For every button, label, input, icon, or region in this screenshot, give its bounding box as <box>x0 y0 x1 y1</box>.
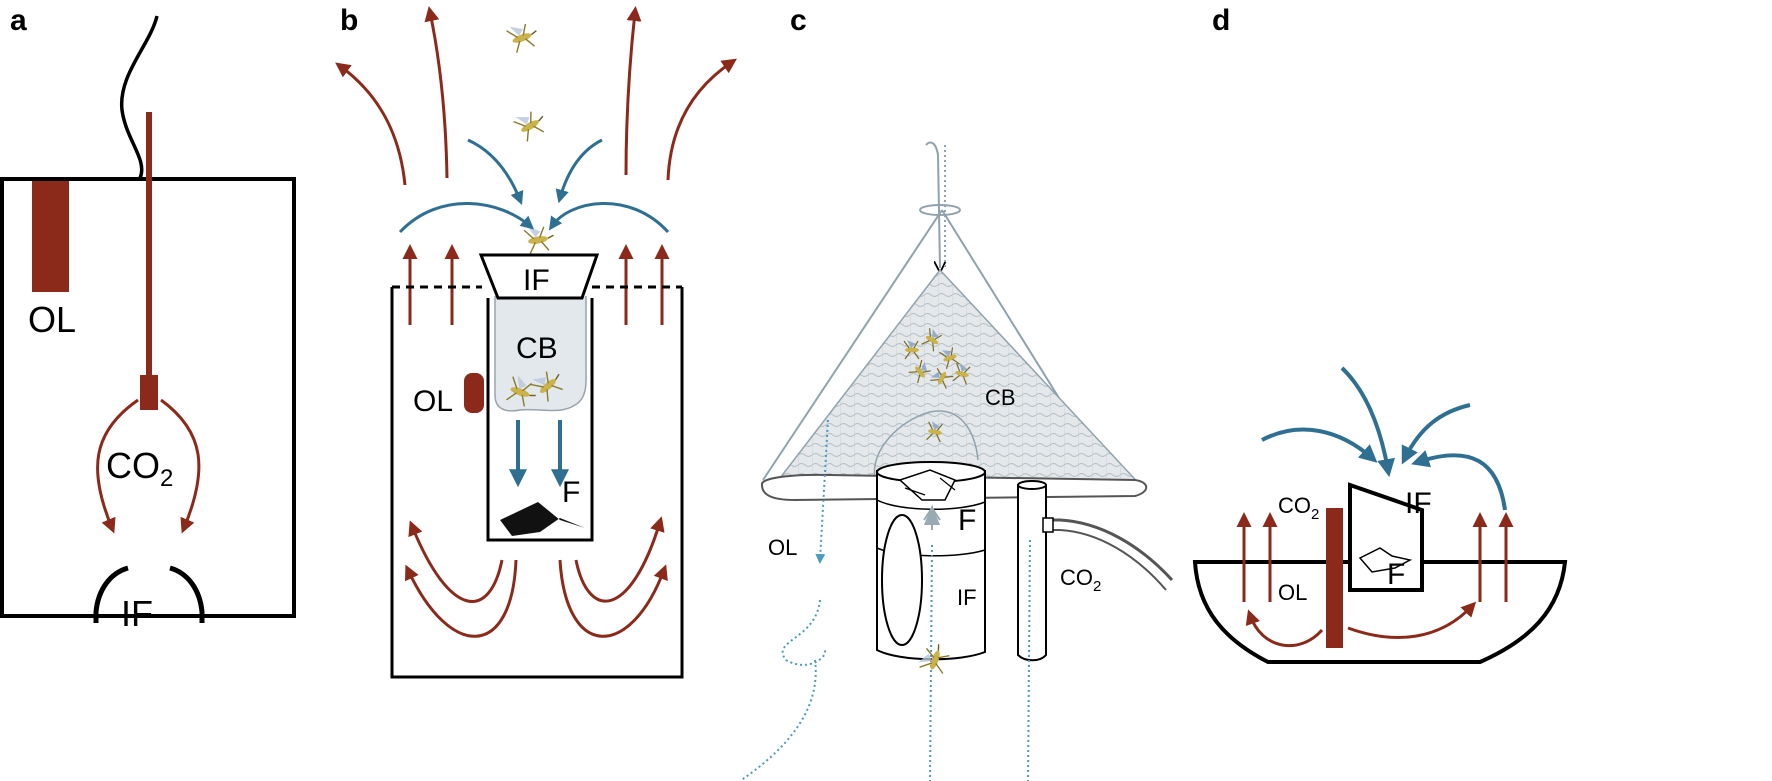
odour-lure-path-c <box>815 419 829 564</box>
panel-b: b IF CB OL <box>335 4 737 679</box>
panel-c: c CB F IF <box>739 4 1174 781</box>
label-if-d: IF <box>1405 487 1432 520</box>
fan-d <box>1358 547 1413 573</box>
exhaust-arrow-b4 <box>558 559 668 638</box>
odour-out-arrow-b2 <box>424 6 449 179</box>
co2-valve-c <box>1042 517 1054 533</box>
exhaust-arrow-b1 <box>408 520 504 603</box>
air-in-arrow-d2 <box>1401 403 1471 465</box>
air-in-arrow-b3 <box>398 202 535 234</box>
panel-d: d F IF CO2 OL <box>1192 4 1568 664</box>
trap-cord <box>120 15 159 179</box>
inlet-funnel-c <box>881 514 923 646</box>
net-ring-c <box>919 204 961 216</box>
mosquito <box>522 221 557 255</box>
label-co2-a: CO2 <box>106 445 173 492</box>
air-up-arrowhead-c <box>924 505 940 525</box>
fan-b <box>500 502 585 536</box>
odour-lure-b <box>464 373 484 413</box>
odour-out-arrow-b1 <box>335 62 407 186</box>
label-ol-d: OL <box>1278 580 1307 605</box>
co2-hose-c <box>1052 518 1174 582</box>
co2-flow-right-a <box>160 398 201 534</box>
fan-blade-c <box>904 477 956 496</box>
tube-b <box>486 298 594 542</box>
inlet-funnel-b <box>478 253 600 300</box>
inlet-funnel-left-a <box>93 565 129 623</box>
label-ol-c: OL <box>768 535 797 560</box>
co2-tube-c <box>1017 485 1047 662</box>
air-in-arrow-b4 <box>548 202 670 234</box>
label-if-c: IF <box>957 585 977 610</box>
co2-tube-top-c <box>1017 480 1047 490</box>
co2-tube-a <box>146 112 152 377</box>
air-in-arrow-d4 <box>1411 450 1507 511</box>
odour-flow-arrow-d1 <box>1245 609 1324 647</box>
odour-flow-arrow-d2 <box>1347 601 1477 639</box>
label-ol-b: OL <box>413 385 453 418</box>
exhaust-arrow-b3 <box>574 516 665 603</box>
catch-bag-c <box>778 268 1147 491</box>
air-in-arrow-d3 <box>1261 427 1378 463</box>
odour-out-arrow-b3 <box>624 6 642 176</box>
exhaust-arrow-b2 <box>405 559 518 638</box>
odour-lure-d <box>1326 508 1343 648</box>
air-in-arrow-d1 <box>1340 366 1395 478</box>
co2-nozzle-a <box>140 375 158 410</box>
label-f-c: F <box>958 504 976 537</box>
label-ol-a: OL <box>28 299 76 340</box>
mosquito <box>504 17 542 55</box>
co2-dots-c <box>1027 539 1031 781</box>
label-cb-b: CB <box>516 332 558 365</box>
label-f-d: F <box>1387 558 1405 591</box>
panel-letter-d: d <box>1212 4 1230 37</box>
co2-flow-left-a <box>96 398 139 534</box>
trap-box-b <box>390 287 684 679</box>
label-co2-d: CO2 <box>1278 493 1319 523</box>
hanging-rope-c <box>925 141 940 268</box>
mosquito-path-c <box>929 544 933 781</box>
air-in-arrow-b2 <box>555 138 603 204</box>
label-cb-c: CB <box>985 385 1016 410</box>
mosquito <box>511 104 551 144</box>
panel-a: a OL CO2 IF <box>0 4 296 634</box>
odour-lure-a <box>32 181 69 292</box>
label-if-b: IF <box>523 264 550 297</box>
co2-hose-outline-c <box>1052 529 1167 591</box>
trap-bowl-d <box>1192 560 1568 664</box>
inlet-funnel-right-a <box>169 565 205 623</box>
panel-letter-b: b <box>340 4 358 37</box>
label-co2-c: CO2 <box>1060 565 1101 595</box>
fan-c <box>898 469 957 501</box>
catch-bag-inner-c <box>873 410 979 479</box>
catch-bag-b <box>494 296 587 412</box>
panel-letter-a: a <box>10 4 27 37</box>
odour-out-arrow-b4 <box>666 58 737 181</box>
label-if-a: IF <box>121 593 153 634</box>
label-f-b: F <box>562 476 580 509</box>
panel-letter-c: c <box>790 4 807 37</box>
air-in-arrow-b1 <box>467 138 524 206</box>
odour-lure-trail-c <box>739 599 827 781</box>
